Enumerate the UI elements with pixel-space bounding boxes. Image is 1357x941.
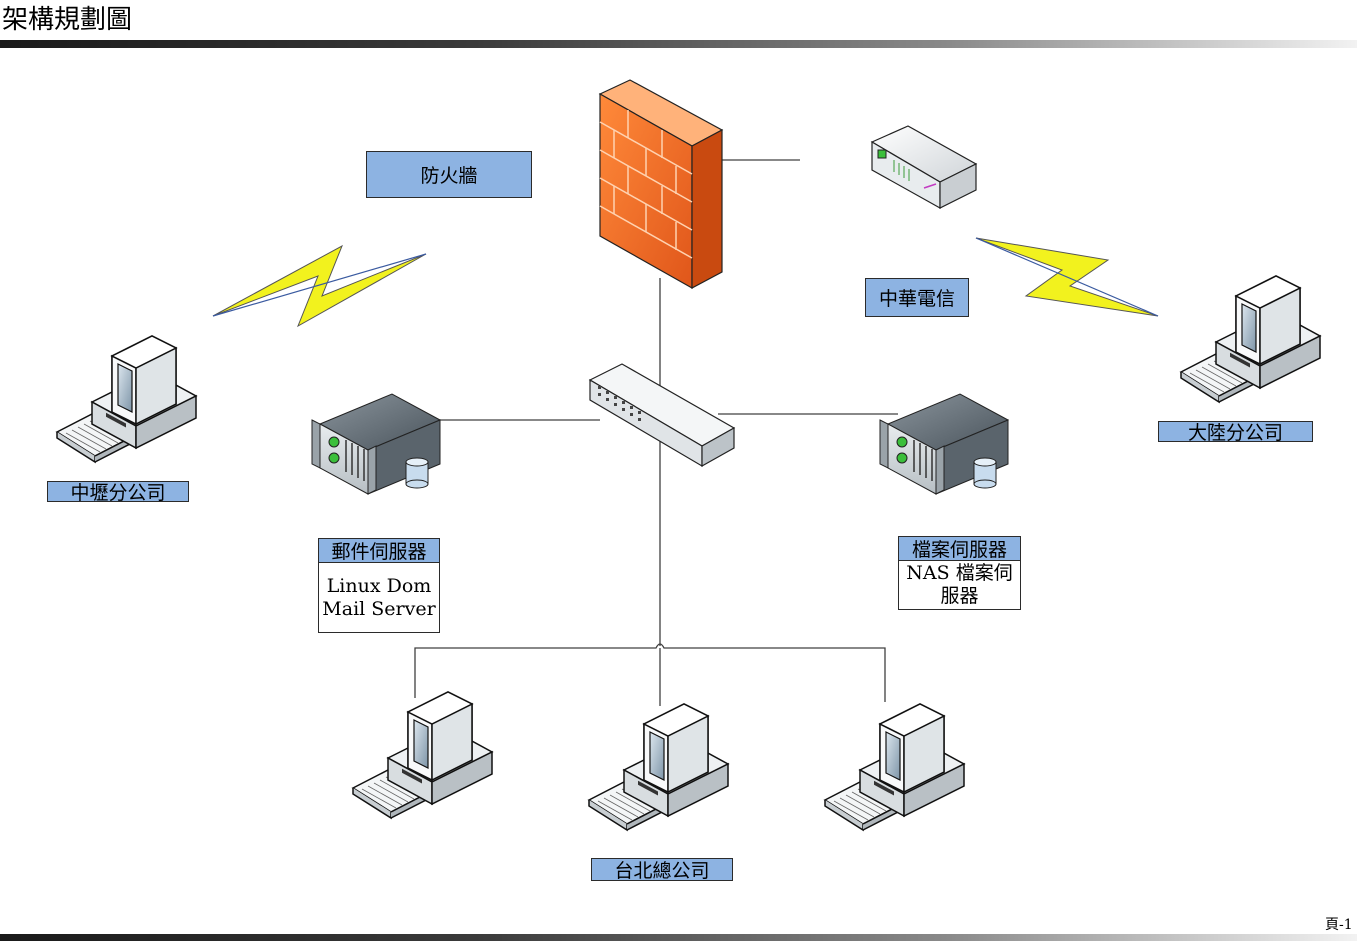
file-server-desc-line1: NAS 檔案伺 (906, 562, 1013, 584)
lightning-icon (975, 237, 1159, 317)
server-icon (879, 393, 1009, 495)
file-server-label: 檔案伺服器 (898, 536, 1021, 561)
file-server-desc-line2: 服器 (940, 585, 979, 607)
china-branch-label: 大陸分公司 (1158, 421, 1313, 444)
modem-icon (870, 125, 978, 210)
computer-icon (1180, 275, 1321, 403)
mail-server-desc-line2: Mail Server (322, 597, 436, 620)
footer-rule (0, 934, 1357, 941)
header-rule (0, 40, 1357, 48)
server-icon (311, 393, 441, 495)
file-server-description: NAS 檔案伺 服器 (898, 560, 1021, 610)
page-title: 架構規劃圖 (2, 5, 133, 35)
mail-server-desc-line1: Linux Dom (326, 574, 432, 597)
taipei-hq-label: 台北總公司 (591, 858, 733, 882)
computer-icon (56, 335, 197, 463)
firewall-icon (598, 79, 724, 290)
computer-icon (588, 703, 729, 831)
computer-icon (824, 703, 965, 831)
mail-server-label: 郵件伺服器 (318, 538, 440, 563)
connection-lines (414, 159, 898, 706)
computer-icon (352, 691, 493, 819)
isp-label: 中華電信 (865, 278, 969, 317)
page-number: 頁-1 (1325, 917, 1353, 933)
mail-server-description: Linux Dom Mail Server (318, 562, 440, 633)
switch-icon (588, 363, 736, 468)
firewall-label: 防火牆 (366, 151, 532, 198)
zhongli-branch-label: 中壢分公司 (47, 481, 189, 504)
lightning-icon (212, 244, 427, 328)
